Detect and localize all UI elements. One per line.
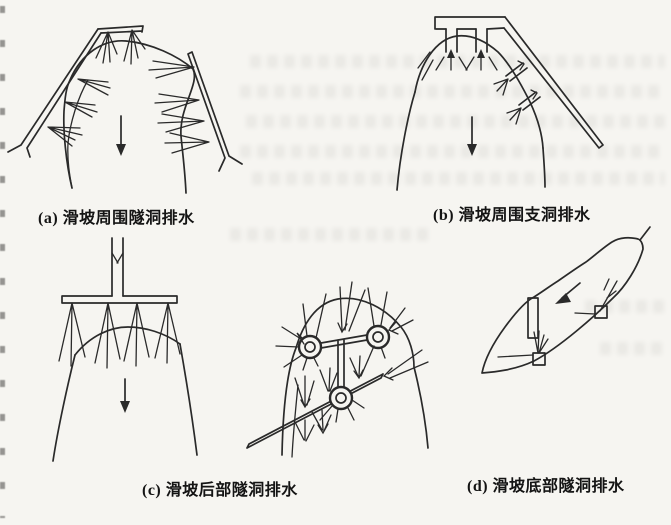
landslide-outline — [396, 34, 546, 191]
diagonal-drain-tunnel — [503, 16, 604, 149]
drainage-shaft — [527, 297, 539, 339]
inlet-tunnel — [111, 237, 124, 297]
slide-direction-arrow — [116, 115, 126, 156]
right-drain-tunnel — [187, 51, 243, 172]
tunnel-portal-lower — [497, 330, 549, 366]
diagonal-drain-tunnel — [246, 373, 384, 449]
diagonal-branch-adits — [493, 60, 541, 125]
panel-c-caption: (c) 滑坡后部隧洞排水 — [142, 482, 298, 499]
slide-direction-arrow — [120, 378, 130, 413]
slide-direction-arrow — [467, 116, 477, 156]
landslide-outline — [281, 297, 429, 458]
inflow-arrows — [417, 49, 498, 81]
left-drain-tunnel — [7, 28, 102, 158]
panel-c-plan-drawing-shafts-and-tunnels — [246, 281, 429, 458]
bleedthrough-text-row — [230, 228, 430, 241]
scan-edge-artifacts — [0, 6, 5, 518]
panel-a-drawing-tunnels-around-landslide — [7, 25, 243, 194]
panel-a-caption: (a) 滑坡周围隧洞排水 — [38, 210, 195, 227]
plan-tunnels-t-shape — [320, 334, 368, 388]
drainage-rays — [275, 281, 388, 442]
branch-adit-stubs — [445, 28, 488, 53]
tunnel-portal-upper — [574, 278, 618, 319]
panel-b-drawing-branch-adits-around-landslide — [396, 16, 604, 191]
top-drain-tunnel — [97, 25, 144, 34]
panel-d-drawing-tunnel-at-landslide-base — [481, 226, 651, 374]
cross-drain-tunnel — [61, 295, 178, 304]
panel-c-drawing-tunnel-at-landslide-rear — [52, 237, 198, 462]
inflow-arrows — [382, 307, 429, 381]
panel-b-caption: (b) 滑坡周围支洞排水 — [433, 207, 591, 224]
drainage-fans — [58, 302, 181, 369]
drainage-shaft-wells — [297, 324, 391, 411]
landslide-outline — [52, 326, 198, 462]
drainage-fans — [47, 29, 210, 154]
panel-d-caption: (d) 滑坡底部隧洞排水 — [467, 478, 625, 495]
slide-direction-arrow — [555, 282, 581, 304]
main-drain-tunnel — [434, 16, 506, 30]
